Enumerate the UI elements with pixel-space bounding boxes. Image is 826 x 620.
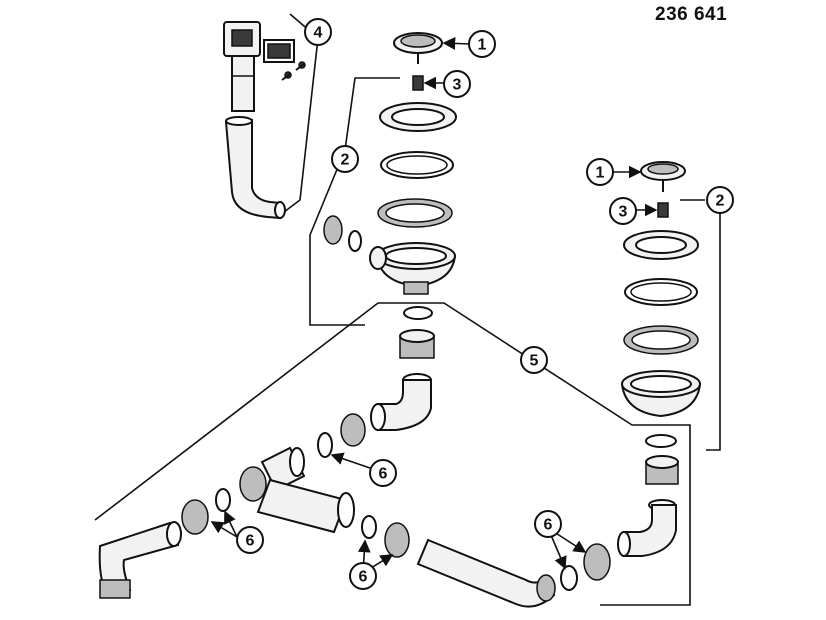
callout-6-right: 6 bbox=[534, 510, 562, 538]
svg-text:5: 5 bbox=[530, 353, 539, 370]
overflow-hose-upper bbox=[231, 55, 255, 112]
callout-4: 4 bbox=[304, 18, 332, 46]
drain-assembly bbox=[98, 306, 611, 608]
union-nut bbox=[384, 522, 410, 558]
union-nut bbox=[181, 499, 209, 535]
callout-3-center: 3 bbox=[443, 70, 471, 98]
svg-text:6: 6 bbox=[544, 517, 553, 534]
overflow-plate-opening bbox=[231, 29, 253, 47]
washer bbox=[317, 432, 333, 458]
elbow-right bbox=[623, 504, 677, 557]
union-nut bbox=[583, 543, 611, 581]
basket-strainer-center bbox=[323, 32, 457, 295]
svg-text:2: 2 bbox=[341, 152, 350, 169]
washer bbox=[348, 230, 362, 252]
leader-lines bbox=[94, 13, 721, 606]
svg-text:1: 1 bbox=[596, 165, 605, 182]
washer bbox=[403, 306, 433, 320]
callout-6-left: 6 bbox=[236, 526, 264, 554]
callout-3-right: 3 bbox=[609, 197, 637, 225]
union-nut bbox=[323, 215, 343, 245]
callout-1-right: 1 bbox=[586, 158, 614, 186]
svg-text:4: 4 bbox=[314, 25, 323, 42]
union-nut bbox=[239, 466, 267, 502]
svg-text:6: 6 bbox=[359, 569, 368, 586]
callout-1-center: 1 bbox=[468, 30, 496, 58]
washer bbox=[361, 515, 377, 539]
overflow-hose-lower bbox=[224, 118, 281, 220]
screw-insert bbox=[412, 75, 424, 91]
overflow-connector bbox=[369, 246, 387, 270]
union-nut bbox=[340, 413, 366, 447]
basket-strainer-right bbox=[617, 161, 702, 557]
drain-pipe bbox=[416, 538, 556, 608]
svg-text:2: 2 bbox=[716, 193, 725, 210]
svg-text:6: 6 bbox=[246, 533, 255, 550]
screw-insert bbox=[657, 202, 669, 218]
straight-pipe bbox=[256, 478, 348, 534]
elbow-center bbox=[377, 379, 432, 431]
washer bbox=[645, 434, 677, 448]
part-number: 236 641 bbox=[655, 4, 728, 25]
callout-6-lower: 6 bbox=[349, 562, 377, 590]
svg-text:6: 6 bbox=[379, 466, 388, 483]
overflow-assembly bbox=[223, 21, 306, 220]
callout-5: 5 bbox=[520, 346, 548, 374]
callout-2-center: 2 bbox=[331, 145, 359, 173]
svg-text:3: 3 bbox=[453, 77, 462, 94]
washer bbox=[560, 565, 578, 591]
svg-text:1: 1 bbox=[478, 37, 487, 54]
washer bbox=[215, 488, 231, 512]
callout-2-right: 2 bbox=[706, 186, 734, 214]
callout-6-middle: 6 bbox=[369, 459, 397, 487]
svg-text:3: 3 bbox=[619, 204, 628, 221]
